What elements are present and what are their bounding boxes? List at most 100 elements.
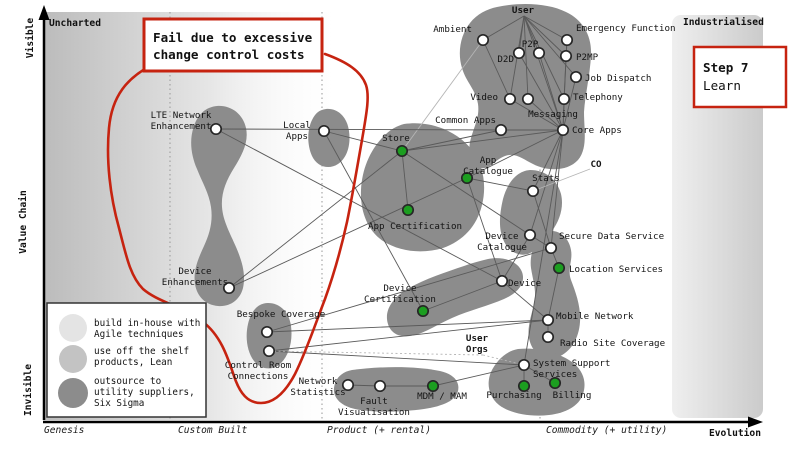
edge-user-job_dispatch (523, 15, 577, 78)
node-label-mobile_network: Mobile Network (556, 311, 634, 322)
cluster-blob-8 (333, 367, 459, 412)
legend-item-text-2: outsource to (94, 376, 161, 387)
node-label-user_orgs: User (466, 333, 489, 344)
edge-core_apps-store (401, 129, 564, 152)
node-label-local_apps: Apps (286, 131, 308, 142)
edge-core_apps-stats (532, 129, 564, 192)
cluster-blob-3 (308, 108, 350, 168)
node-label-common_apps: Common Apps (435, 115, 496, 126)
node-label-secure_data_service: Secure Data Service (559, 231, 664, 242)
legend-item-text-0: build in-house with (94, 318, 200, 329)
node-label-radio_site_coverage: Radio Site Coverage (560, 338, 665, 349)
node-label-device_certification: Device (383, 283, 416, 294)
cluster-blob-1 (360, 123, 485, 252)
node-fault_visualisation (373, 379, 387, 393)
node-label-d2d: D2D (497, 54, 514, 65)
node-d2d (512, 46, 526, 60)
node-device_enhancements (222, 281, 236, 295)
step-title: Step 7 (703, 60, 749, 75)
y-axis-title: Value Chain (17, 190, 29, 254)
node-label-core_apps: Core Apps (572, 125, 622, 136)
node-purchasing (517, 379, 531, 393)
step-annotation-box (692, 45, 788, 109)
node-label-emergency_function: Emergency Function (576, 23, 676, 34)
edge-d2d-core_apps (518, 52, 564, 131)
edge-job_dispatch-core_apps (562, 76, 577, 131)
edge-bespoke_coverage-secure_data_service (266, 247, 552, 333)
legend-item-text-1: products, Lean (94, 357, 172, 368)
node-label-fault_visualisation: Fault (360, 396, 388, 407)
node-messaging (521, 92, 535, 106)
edge-store-common_apps (401, 129, 502, 152)
node-core_apps (556, 123, 570, 137)
y-axis-arrow (38, 5, 50, 20)
node-label-telephony: Telephony (573, 92, 623, 103)
node-label-video: Video (470, 92, 498, 103)
edge-lte_network_enhancement-device (215, 128, 503, 282)
fail-annotation-text: Fail due to excessive (153, 30, 313, 45)
cluster-blob-9 (488, 348, 585, 416)
node-job_dispatch (569, 70, 583, 84)
node-label-device_catalogue: Device (485, 231, 518, 242)
node-label-app_catalogue: App (480, 155, 497, 166)
node-network_statistics (341, 378, 355, 392)
node-system_support_services (517, 358, 531, 372)
node-label-messaging: Messaging (528, 109, 578, 120)
node-label-local_apps: Local (283, 120, 311, 131)
node-mobile_network (541, 313, 555, 327)
node-local_apps (317, 124, 331, 138)
node-p2mp (559, 49, 573, 63)
node-device_catalogue (523, 228, 537, 242)
node-bespoke_coverage (260, 325, 274, 339)
node-radio_site_coverage (541, 330, 555, 344)
edge-device_enhancements-app_catalogue (228, 177, 468, 289)
node-label-purchasing: Purchasing (486, 390, 541, 401)
node-label-system_support_services: System Support (533, 358, 610, 369)
node-label-system_support_services: Services (533, 369, 577, 380)
node-label-p2p: P2P (522, 39, 539, 50)
node-label-store: Store (382, 133, 410, 144)
node-label-job_dispatch: Job Dispatch (585, 73, 651, 84)
node-label-billing: Billing (553, 390, 592, 401)
node-ambient (476, 33, 490, 47)
industrialised-gradient-zone (672, 15, 763, 418)
node-label-user: User (512, 5, 535, 16)
fail-region-outline (106, 52, 369, 405)
edge-device_enhancements-store (228, 150, 403, 289)
stage-label-3: Commodity (+ utility) (546, 425, 667, 436)
edge-ambient-store (401, 39, 484, 152)
zone-label-uncharted: Uncharted (49, 18, 101, 29)
node-label-bespoke_coverage: Bespoke Coverage (237, 309, 326, 320)
legend-swatch-2 (58, 378, 88, 408)
legend-item-text-2: Six Sigma (94, 398, 144, 409)
edge-video-core_apps (509, 98, 564, 131)
node-label-fault_visualisation: Visualisation (338, 407, 410, 418)
node-control_room_connections (262, 344, 276, 358)
node-label-lte_network_enhancement: LTE Network (151, 110, 212, 121)
zone-label-industrialised: Industrialised (683, 16, 764, 28)
node-label-co: CO (590, 159, 602, 170)
node-secure_data_service (544, 241, 558, 255)
node-label-device: Device (508, 278, 541, 289)
node-billing (548, 376, 562, 390)
y-axis-bottom-label: Invisible (22, 364, 34, 416)
cluster-blob-6 (386, 258, 524, 337)
edge-device-mobile_network (501, 280, 549, 321)
node-label-device_certification: Certification (364, 294, 436, 305)
node-label-app_certification: App Certification (368, 221, 462, 232)
edge-user-core_apps (523, 15, 564, 131)
node-label-mdm_mam: MDM / MAM (417, 391, 467, 402)
edge-lte_network_enhancement-common_apps (215, 128, 502, 131)
node-video (503, 92, 517, 106)
node-label-user_orgs: Orgs (466, 344, 488, 355)
node-label-location_services: Location Services (569, 264, 663, 275)
legend-swatch-1 (59, 345, 87, 373)
node-device (495, 274, 509, 288)
node-p2p (532, 46, 546, 60)
node-label-device_catalogue: Catalogue (477, 242, 527, 253)
node-label-stats: Stats (532, 173, 560, 184)
edge-user-ambient (482, 15, 525, 41)
edge-mdm_mam-system_support_services (432, 364, 525, 387)
